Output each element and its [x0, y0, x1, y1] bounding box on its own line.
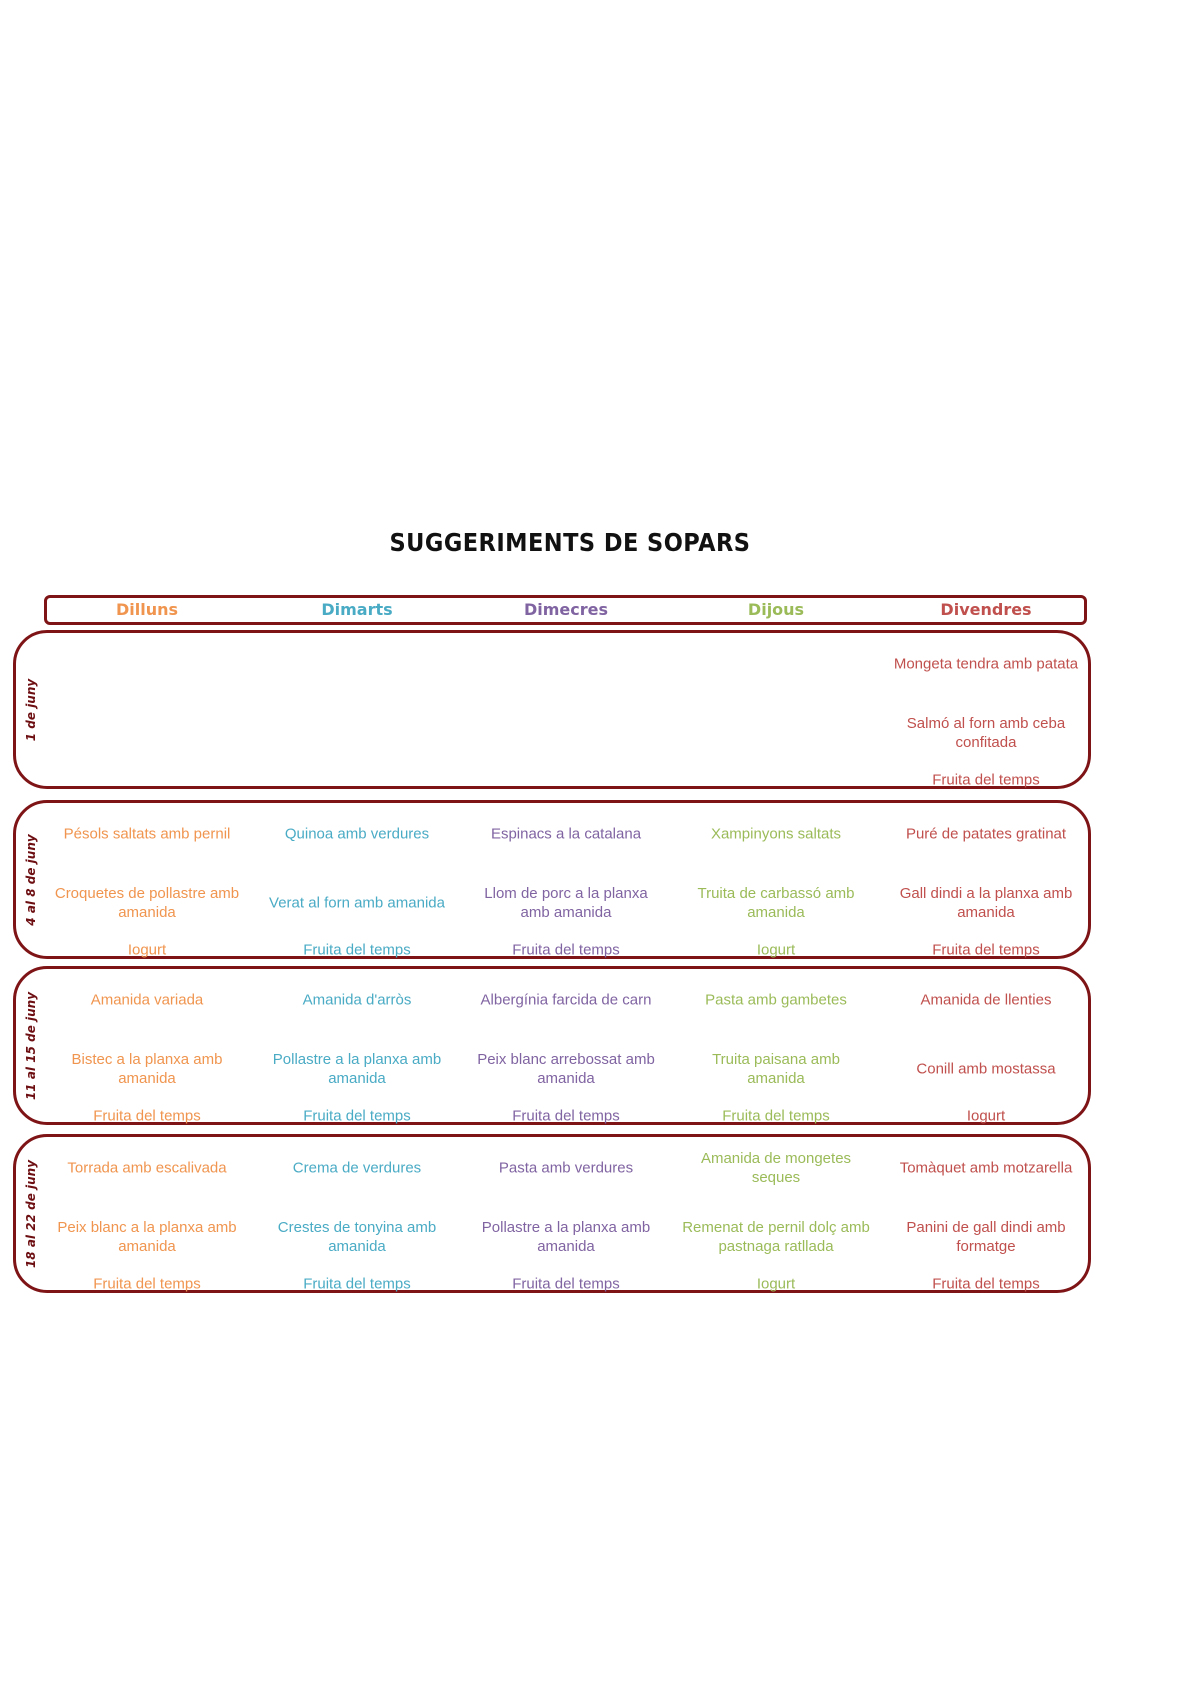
meal-dessert: Iogurt: [127, 941, 167, 959]
weekday-header: Dilluns Dimarts Dimecres Dijous Divendres: [44, 595, 1087, 625]
week-label: 1 de juny: [14, 633, 48, 786]
week-label-text: 4 al 8 de juny: [24, 833, 38, 926]
meal-main: Pollastre a la planxa amb amanida: [481, 1219, 651, 1255]
meal-starter: Mongeta tendra amb patata: [893, 655, 1079, 673]
meal-main: Truita paisana amb amanida: [712, 1051, 840, 1087]
meal-starter: Albergínia farcida de carn: [480, 991, 652, 1009]
day-header-dimarts: Dimarts: [321, 600, 393, 619]
meal-starter: Tomàquet amb motzarella: [899, 1159, 1073, 1177]
meal-dessert: Fruita del temps: [932, 1275, 1040, 1293]
meal-main: Peix blanc arrebossat amb amanida: [477, 1051, 655, 1087]
meal-dessert: Iogurt: [756, 941, 796, 959]
meal-dessert: Iogurt: [756, 1275, 796, 1293]
meal-dessert: Fruita del temps: [93, 1275, 201, 1293]
meal-starter: Puré de patates gratinat: [905, 825, 1067, 843]
meal-dessert: Fruita del temps: [303, 941, 411, 959]
meal-starter: Quinoa amb verdures: [284, 825, 430, 843]
meal-starter: Crema de verdures: [292, 1159, 422, 1177]
day-header-divendres: Divendres: [940, 600, 1032, 619]
meal-dessert: Fruita del temps: [722, 1107, 830, 1125]
meal-dessert: Fruita del temps: [303, 1107, 411, 1125]
meal-main: Peix blanc a la planxa amb amanida: [57, 1219, 237, 1255]
meal-main: Croquetes de pollastre amb amanida: [54, 885, 240, 921]
meal-main: Llom de porc a la planxa amb amanida: [484, 885, 648, 921]
meal-starter: Torrada amb escalivada: [67, 1159, 227, 1177]
meal-main: Gall dindi a la planxa amb amanida: [899, 885, 1073, 921]
meal-main: Salmó al forn amb ceba confitada: [906, 715, 1066, 751]
meal-main: Pollastre a la planxa amb amanida: [272, 1051, 442, 1087]
meal-dessert: Iogurt: [966, 1107, 1006, 1125]
meal-dessert: Fruita del temps: [303, 1275, 411, 1293]
week-label-text: 1 de juny: [24, 678, 38, 741]
meal-dessert: Fruita del temps: [93, 1107, 201, 1125]
meal-starter: Pésols saltats amb pernil: [63, 825, 231, 843]
meal-main: Verat al forn amb amanida: [269, 894, 445, 912]
meal-starter: Amanida de llenties: [920, 991, 1052, 1009]
week-label-text: 11 al 15 de juny: [24, 991, 38, 1100]
meal-starter: Amanida de mongetes seques: [700, 1150, 852, 1186]
meal-main: Remenat de pernil dolç amb pastnaga ratl…: [682, 1219, 870, 1255]
meal-starter: Espinacs a la catalana: [490, 825, 642, 843]
day-header-dimecres: Dimecres: [523, 600, 609, 619]
meal-starter: Amanida variada: [90, 991, 204, 1009]
meal-starter: Amanida d'arròs: [302, 991, 412, 1009]
day-header-dilluns: Dilluns: [115, 600, 179, 619]
meal-dessert: Fruita del temps: [512, 1107, 620, 1125]
week-label-text: 18 al 22 de juny: [24, 1159, 38, 1268]
page-title: SUGGERIMENTS DE SOPARS: [389, 528, 751, 557]
meal-main: Truita de carbassó amb amanida: [697, 885, 855, 921]
meal-dessert: Fruita del temps: [512, 941, 620, 959]
day-header-dijous: Dijous: [747, 600, 805, 619]
meal-starter: Pasta amb gambetes: [705, 991, 847, 1009]
meal-main: Conill amb mostassa: [916, 1060, 1056, 1078]
meal-dessert: Fruita del temps: [932, 771, 1040, 789]
meal-main: Crestes de tonyina amb amanida: [277, 1219, 437, 1255]
meal-starter: Xampinyons saltats: [710, 825, 842, 843]
meal-main: Panini de gall dindi amb formatge: [906, 1219, 1066, 1255]
meal-starter: Pasta amb verdures: [498, 1159, 634, 1177]
meal-dessert: Fruita del temps: [932, 941, 1040, 959]
meal-main: Bistec a la planxa amb amanida: [71, 1051, 223, 1087]
meal-dessert: Fruita del temps: [512, 1275, 620, 1293]
